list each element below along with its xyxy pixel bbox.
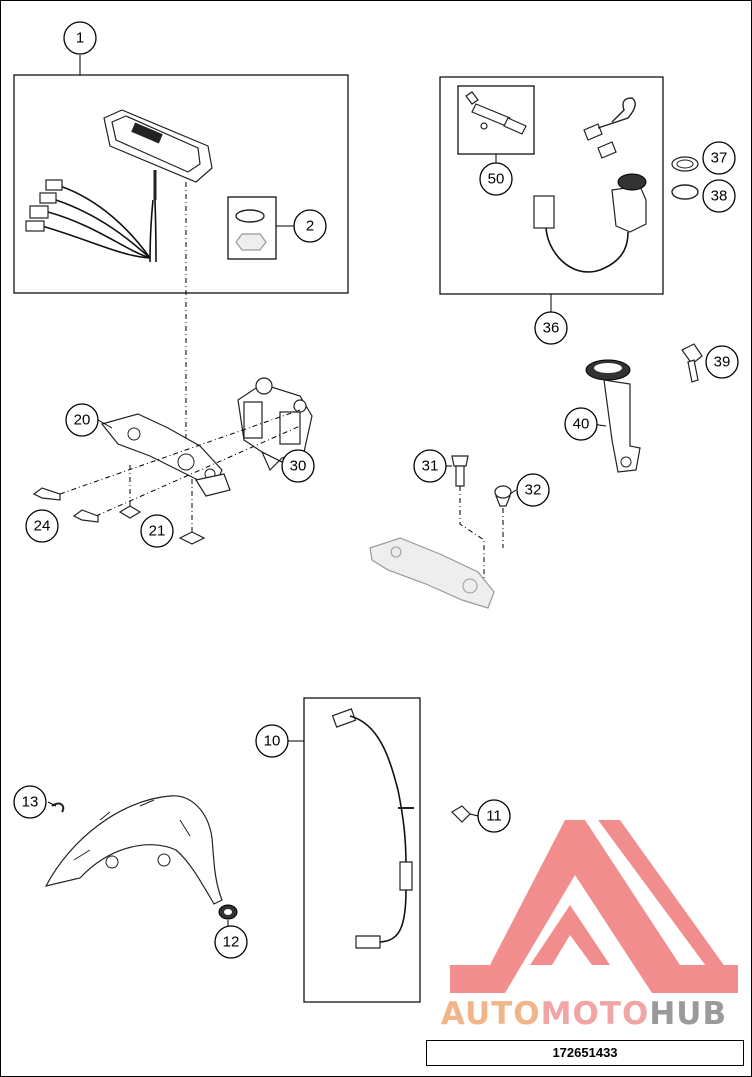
callout-37: 37 <box>702 141 736 175</box>
svg-text:50: 50 <box>488 171 505 188</box>
sensor-box-frame <box>303 697 421 1003</box>
brand-part-hub: HUB <box>649 996 728 1032</box>
ring-part-37 <box>671 156 699 172</box>
automotohub-logo <box>450 820 738 993</box>
svg-text:11: 11 <box>486 808 502 825</box>
callout-50: 50 <box>479 162 513 196</box>
brand-part-auto: AUTO <box>440 996 541 1032</box>
dashboard-display-part <box>103 109 213 263</box>
svg-text:30: 30 <box>290 458 307 475</box>
group-bracket <box>32 377 313 545</box>
callout-10: 10 <box>255 724 289 758</box>
svg-text:1: 1 <box>76 30 84 47</box>
callout-30: 30 <box>281 449 315 483</box>
svg-text:13: 13 <box>22 794 39 811</box>
key-part-39 <box>681 343 703 365</box>
svg-text:36: 36 <box>543 320 560 337</box>
group-brake-disc <box>44 795 238 926</box>
callout-39: 39 <box>705 345 739 379</box>
callout-13: 13 <box>13 785 47 819</box>
svg-text:31: 31 <box>422 458 439 475</box>
group-dashboard <box>13 55 349 294</box>
callout-20: 20 <box>65 403 99 437</box>
svg-text:10: 10 <box>264 733 281 750</box>
automotohub-wordmark: AUTOMOTOHUB <box>424 996 744 1032</box>
group-sensor-cable <box>288 697 421 1003</box>
svg-text:32: 32 <box>525 482 542 499</box>
svg-text:21: 21 <box>149 523 166 540</box>
svg-text:20: 20 <box>74 412 91 429</box>
callout-32: 32 <box>516 473 550 507</box>
svg-text:2: 2 <box>306 218 314 235</box>
callout-31: 31 <box>413 449 447 483</box>
dashboard-connectors <box>25 179 151 259</box>
brand-part-moto: MOTO <box>540 996 650 1032</box>
callout-38: 38 <box>702 179 736 213</box>
ring-part-38 <box>671 184 699 200</box>
svg-text:12: 12 <box>223 934 240 951</box>
svg-text:40: 40 <box>573 416 590 433</box>
callout-12: 12 <box>214 925 248 959</box>
group-ignition <box>439 76 664 312</box>
callout-36: 36 <box>534 311 568 345</box>
svg-text:39: 39 <box>714 354 731 371</box>
callout-11: 11 <box>477 799 511 833</box>
callout-1: 1 <box>63 21 97 55</box>
dashboard-box-frame <box>13 74 349 294</box>
svg-text:24: 24 <box>34 518 51 535</box>
callout-21: 21 <box>140 514 174 548</box>
svg-text:38: 38 <box>711 188 728 205</box>
svg-text:37: 37 <box>711 150 728 167</box>
callout-2: 2 <box>293 209 327 243</box>
callout-24: 24 <box>25 509 59 543</box>
group-aux-bracket <box>369 455 517 609</box>
drawing-number: 172651433 <box>426 1040 744 1066</box>
part-2-box <box>227 196 277 260</box>
callout-40: 40 <box>564 407 598 441</box>
part-40 <box>585 359 641 473</box>
